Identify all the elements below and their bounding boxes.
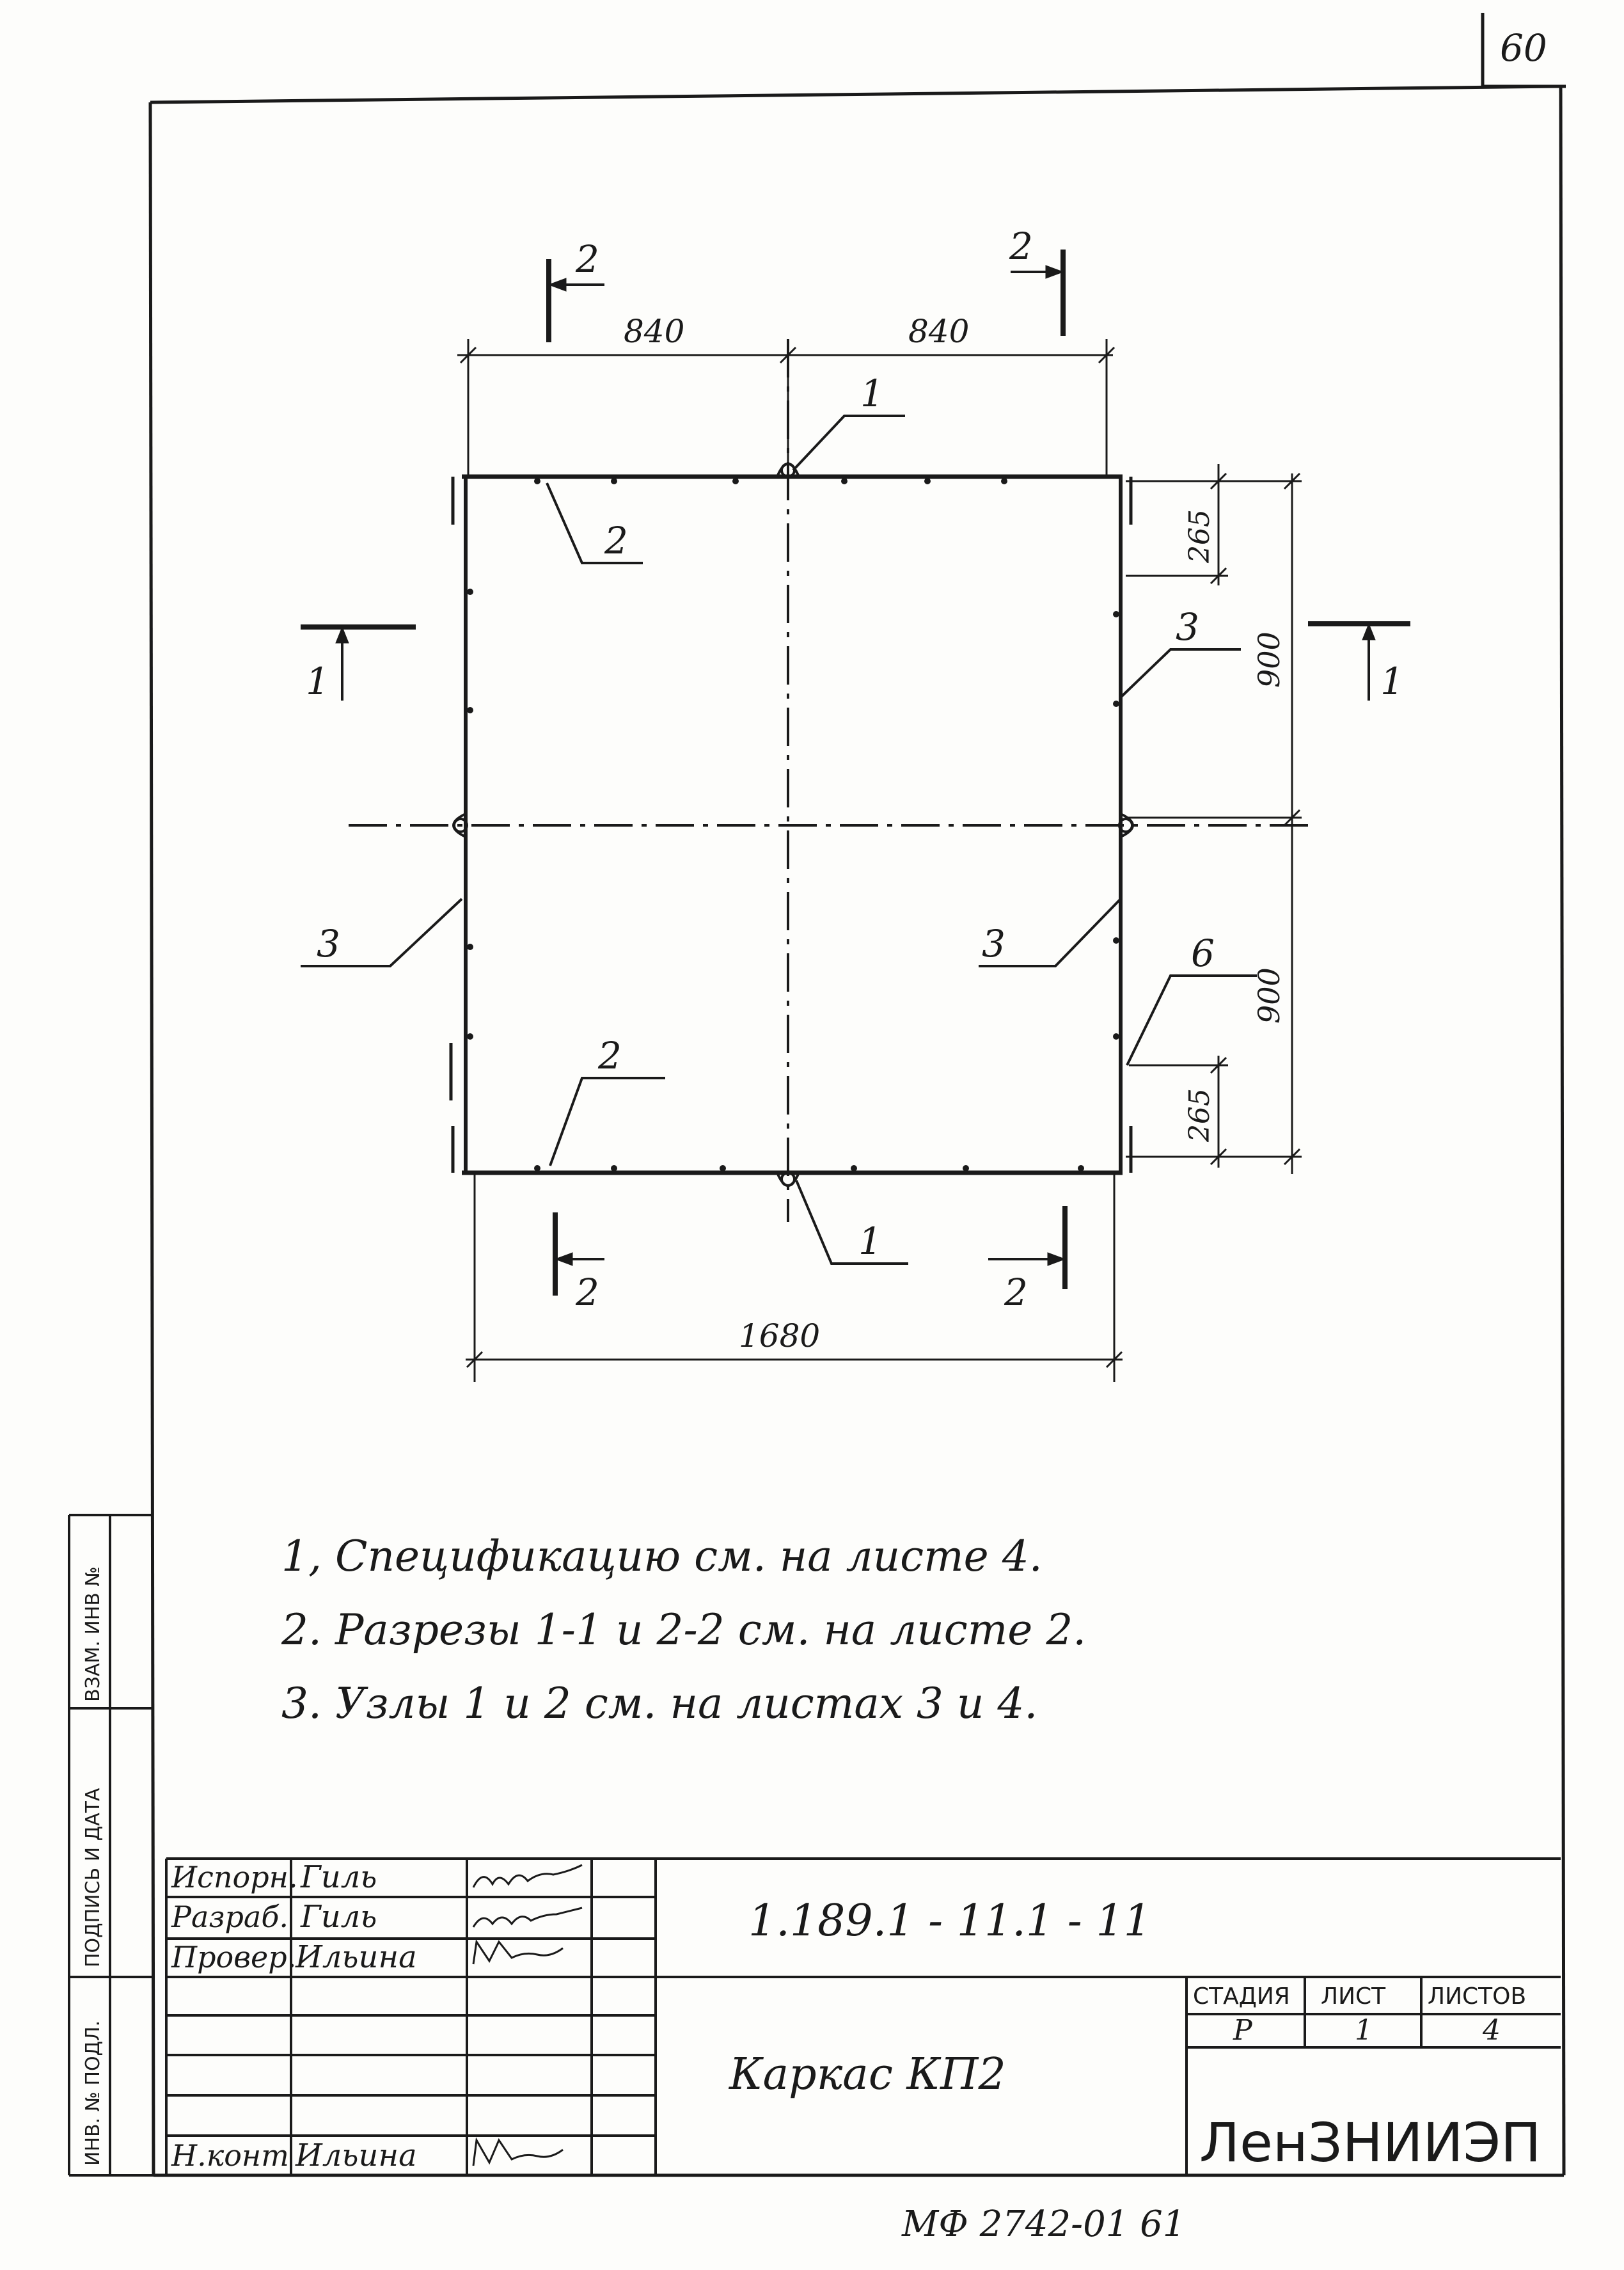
note-line: 1, Спецификацию см. на листе 4. (281, 1532, 1043, 1581)
title-block (165, 1857, 1561, 2175)
sheet-corner-number: 60 (1500, 26, 1547, 70)
sheet-value: 1 (1355, 2014, 1373, 2047)
dim-top-right: 840 (908, 313, 969, 350)
organization-name: ЛенЗНИИЭП (1199, 2111, 1541, 2174)
callout-3-right-upper: 3 (1176, 605, 1199, 649)
signature-scribbles (472, 1864, 583, 2166)
callout-1-bottom: 1 (858, 1219, 882, 1263)
drawing-code: 1.189.1 - 11.1 - 11 (748, 1896, 1151, 1946)
stage-value: Р (1233, 2014, 1253, 2047)
role-cell: Н.конт (171, 2138, 289, 2173)
frame-plan (349, 339, 1311, 1222)
sheets-header: ЛИСТОВ (1428, 1983, 1526, 2010)
role-cell: Провер. (171, 1940, 296, 1974)
left-strip (68, 1514, 154, 2177)
sign-date-label: ПОДПИСЬ И ДАТА (82, 1788, 104, 1967)
callout-3-left: 3 (317, 922, 340, 965)
callout-leaders (301, 415, 1257, 1265)
dim-right-upper: 900 (1252, 631, 1286, 688)
dim-right-lower: 900 (1252, 967, 1286, 1024)
dim-right-bottom-offset: 265 (1183, 1088, 1216, 1143)
sheet-header: ЛИСТ (1321, 1983, 1386, 2010)
role-cell: Испорн. (171, 1860, 298, 1894)
callout-3-right-lower: 3 (982, 922, 1005, 965)
section-1-right: 1 (1380, 660, 1404, 703)
sheet-frame (148, 13, 1566, 2177)
note-line: 2. Разрезы 1-1 и 2-2 см. на листе 2. (281, 1605, 1086, 1655)
dim-right-top-offset: 265 (1183, 509, 1216, 564)
note-line: 3. Узлы 1 и 2 см. на листах 3 и 4. (281, 1679, 1037, 1728)
callout-2-bottom: 2 (597, 1034, 622, 1077)
role-cell: Разраб. (171, 1900, 288, 1934)
name-cell: Гиль (300, 1859, 377, 1895)
section-2-bottom-left: 2 (575, 1271, 599, 1314)
section-2-bottom-right: 2 (1004, 1271, 1028, 1314)
name-cell: Ильина (295, 1939, 417, 1975)
name-cell: Ильина (295, 2138, 417, 2173)
section-2-top-right: 2 (1009, 225, 1033, 268)
weld-marks (467, 478, 1119, 1171)
notes: 1, Спецификацию см. на листе 4. 2. Разре… (281, 1532, 1086, 1728)
dim-top-left: 840 (624, 313, 684, 350)
stage-header: СТАДИЯ (1193, 1983, 1290, 2010)
callout-6: 6 (1191, 932, 1215, 975)
sheets-value: 4 (1482, 2014, 1501, 2047)
drawing-title: Каркас КП2 (728, 2049, 1006, 2100)
bottom-stamp: МФ 2742-01 61 (901, 2203, 1185, 2245)
dimension-lines (457, 339, 1302, 1382)
name-cell: Гиль (300, 1899, 377, 1935)
dim-bottom-overall: 1680 (739, 1317, 820, 1354)
callout-2-top: 2 (604, 519, 628, 562)
section-1-left: 1 (306, 660, 329, 703)
section-marks (301, 250, 1410, 1296)
callout-1-top: 1 (860, 372, 884, 415)
inv-repl-label: ВЗАМ. ИНВ № (82, 1566, 104, 1702)
inv-orig-label: ИНВ. № ПОДЛ. (82, 2020, 104, 2166)
section-2-top-left: 2 (575, 237, 599, 281)
